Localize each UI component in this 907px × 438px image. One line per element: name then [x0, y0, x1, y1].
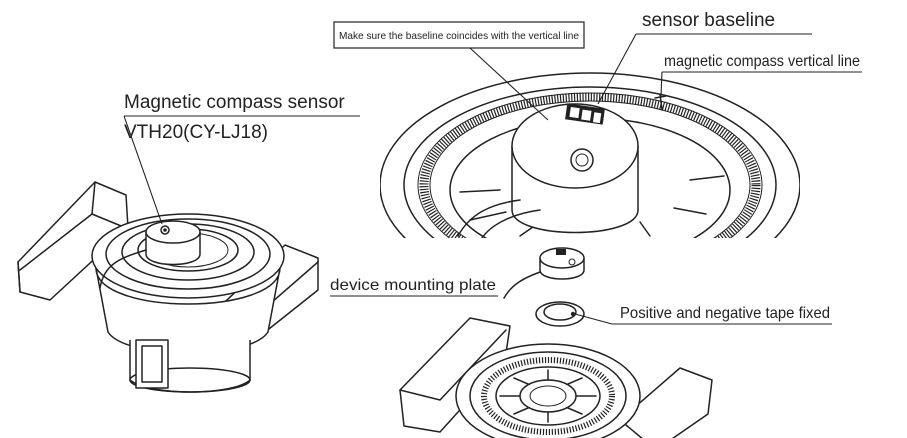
- left-bracket: [17, 181, 129, 301]
- compass-assembly-bottom: [399, 317, 713, 438]
- tape-fixed-label: Positive and negative tape fixed: [620, 305, 830, 322]
- compass-base: [129, 339, 251, 393]
- sensor-leader: [123, 115, 163, 225]
- compass-closeup: [380, 72, 800, 238]
- tape-leader: [574, 313, 613, 325]
- sensor-baseline-label: sensor baseline: [642, 10, 775, 31]
- sensor-puck-left: [99, 220, 201, 289]
- instruction-leader: [469, 47, 549, 121]
- baseline-leader: [597, 33, 637, 105]
- vertical-line-leader: [660, 71, 663, 97]
- instruction-box: [333, 21, 585, 49]
- tape-disc: [535, 301, 585, 327]
- compass-vertical-line-label: magnetic compass vertical line: [664, 53, 860, 70]
- sensor-model-label: VTH20(CY-LJ18): [124, 122, 268, 143]
- sensor-title-label: Magnetic compass sensor: [124, 92, 345, 113]
- compass-assembly-left: [17, 181, 319, 393]
- instruction-label: Make sure the baseline coincides with th…: [339, 30, 579, 42]
- sensor-puck-closeup: [457, 103, 639, 238]
- small-sensor: [503, 247, 585, 299]
- mounting-plate-label: device mounting plate: [330, 277, 496, 294]
